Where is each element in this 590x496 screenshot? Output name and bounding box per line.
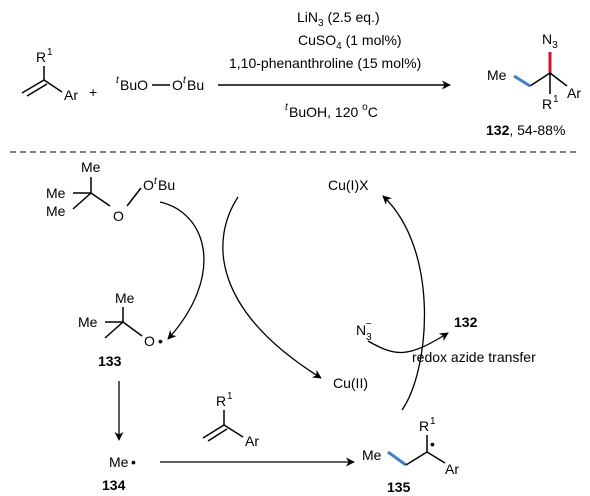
svg-text:CuSO4 (1 mol%): CuSO4 (1 mol%): [298, 32, 402, 52]
svg-text:R: R: [216, 393, 226, 409]
svg-text:1: 1: [227, 391, 233, 402]
label-134: 134: [102, 477, 126, 493]
copper-i-species: Cu(I)X: [328, 177, 369, 193]
methyl-radical: Me • 134: [102, 454, 136, 493]
svg-text:Ar: Ar: [445, 461, 459, 477]
svg-text:BuOH, 120 oC: BuOH, 120 oC: [289, 102, 378, 120]
svg-text:Me: Me: [362, 447, 382, 463]
svg-text:1: 1: [430, 416, 436, 427]
svg-text:O: O: [143, 177, 154, 193]
svg-text:R: R: [419, 418, 429, 434]
tert-butoxy-radical: Me Me O • 133: [78, 290, 163, 369]
product-label: 132: [486, 122, 510, 138]
svg-text:O: O: [144, 333, 155, 349]
svg-text:Me: Me: [109, 454, 129, 470]
svg-text:R: R: [542, 96, 552, 112]
arrow-cu1-to-cu2: [222, 196, 322, 379]
alkene-r-superscript: 1: [47, 47, 53, 58]
svg-text:Ar: Ar: [245, 433, 259, 449]
alkene-reactant: R 1 Ar: [21, 47, 78, 103]
label-133: 133: [98, 353, 122, 369]
svg-text:Bu: Bu: [187, 77, 204, 93]
arrow-peroxide-to-alkoxy: [159, 201, 205, 340]
cycle-product-label-132: 132: [454, 314, 478, 330]
plus-sign: +: [89, 84, 97, 100]
cycle-alkene: R 1 Ar: [202, 391, 259, 449]
svg-text:O: O: [113, 208, 124, 224]
svg-text:O: O: [172, 77, 183, 93]
svg-text:•: •: [158, 333, 163, 349]
svg-text:Me: Me: [46, 203, 66, 219]
azide-anion: N3−: [356, 319, 372, 343]
svg-text:Ar: Ar: [567, 85, 581, 101]
svg-text:132, 54-88%: 132, 54-88%: [486, 122, 565, 138]
di-tert-butyl-peroxide: t BuO O t Bu: [116, 75, 204, 93]
svg-text:Me: Me: [81, 159, 101, 175]
svg-text:Me: Me: [46, 185, 66, 201]
svg-text:1: 1: [553, 94, 559, 105]
alkene-ar-label: Ar: [64, 87, 78, 103]
svg-text:1,10-phenanthroline (15 mol%): 1,10-phenanthroline (15 mol%): [229, 55, 421, 71]
svg-text:•: •: [131, 454, 136, 470]
label-135: 135: [387, 479, 411, 495]
svg-text:Me: Me: [115, 290, 135, 306]
svg-text:t: t: [116, 75, 120, 86]
reaction-conditions: LiN3 (2.5 eq.) CuSO4 (1 mol%) 1,10-phena…: [229, 9, 421, 120]
alkene-r-label: R: [36, 49, 46, 65]
redox-azide-transfer-label: redox azide transfer: [412, 349, 536, 365]
svg-text:LiN3 (2.5 eq.): LiN3 (2.5 eq.): [297, 9, 380, 29]
product-132: N3 Me Ar R 1 132, 54-88%: [486, 31, 581, 138]
svg-text:Me: Me: [487, 67, 507, 83]
svg-text:•: •: [430, 436, 435, 452]
copper-ii-species: Cu(II): [333, 375, 368, 391]
svg-text:N3: N3: [542, 31, 558, 51]
svg-text:t: t: [285, 102, 289, 113]
product-yield: , 54-88%: [509, 122, 565, 138]
cycle-peroxide: Me Me Me O O t Bu: [46, 159, 175, 224]
benzylic-radical-135: Me R 1 • Ar 135: [362, 416, 459, 495]
svg-text:Me: Me: [78, 314, 98, 330]
svg-text:t: t: [154, 176, 158, 187]
svg-text:t: t: [183, 75, 187, 86]
arrow-azide-to-product: [367, 332, 449, 354]
svg-text:BuO: BuO: [120, 77, 148, 93]
svg-text:Bu: Bu: [158, 177, 175, 193]
arrow-cu2-to-cu1: [382, 195, 426, 411]
